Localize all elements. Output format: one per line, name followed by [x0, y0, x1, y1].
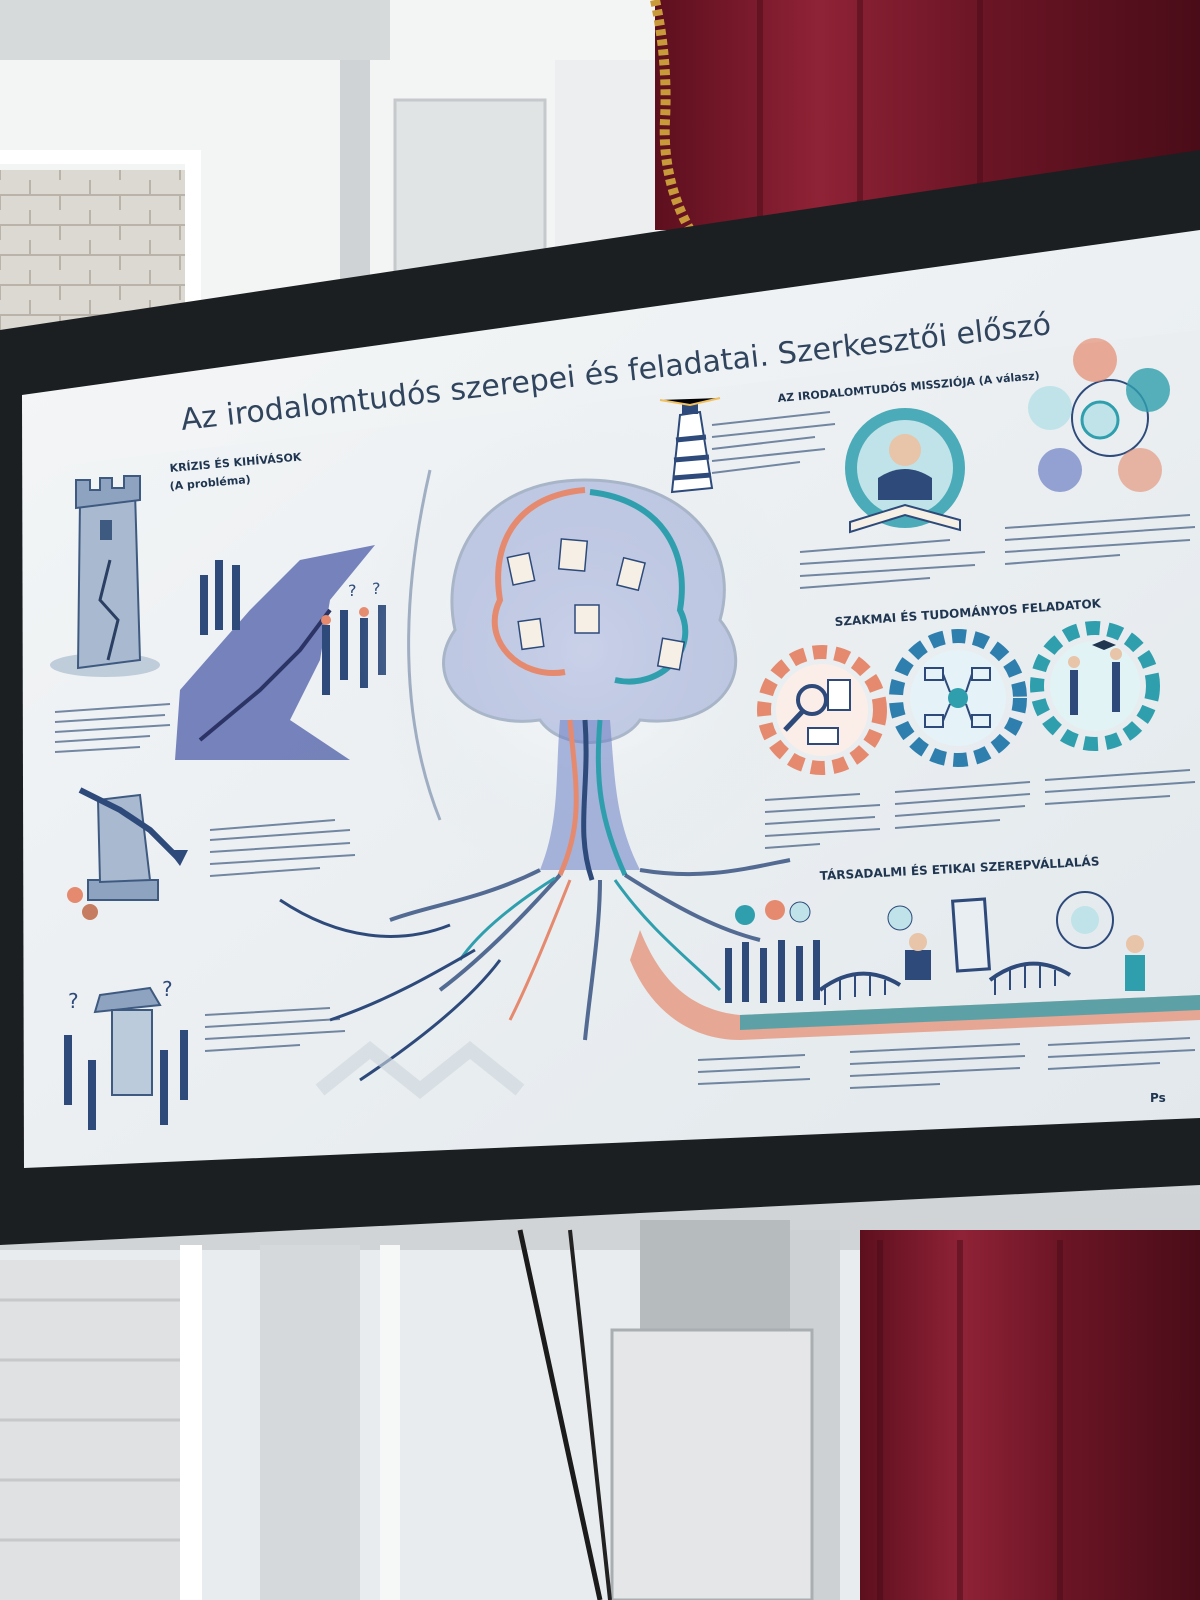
left-caption-lines	[54, 703, 356, 1052]
watermark-pattern	[315, 1041, 525, 1099]
tasks-caption-lines	[764, 769, 1196, 849]
curtain-bottom	[860, 1230, 1200, 1600]
crumbling-tower-illustration	[50, 475, 160, 677]
mission-caption-lines	[799, 539, 986, 589]
screen-stand-pole	[640, 1220, 790, 1340]
bridge-road-illustration	[630, 891, 1200, 1040]
central-tree-illustration	[355, 420, 815, 1041]
gear-research-icon	[757, 645, 887, 775]
flow-arrows	[279, 469, 502, 1082]
lighthouse-caption-lines	[711, 411, 836, 474]
people-network-illustration	[1028, 338, 1170, 492]
publisher-logo-text: Ps	[1150, 1091, 1166, 1105]
brick-wall-view	[0, 170, 185, 330]
network-caption-lines	[1004, 514, 1196, 565]
lighthouse-illustration	[659, 397, 721, 494]
reader-book-illustration	[845, 408, 965, 534]
pillar-question-illustration: ? ?	[64, 977, 188, 1130]
svg-text:?: ?	[162, 977, 173, 1001]
falling-column-illustration	[67, 787, 188, 920]
screen-stand-base	[610, 1328, 814, 1600]
svg-text:?: ?	[68, 989, 79, 1013]
gear-teaching-icon	[1030, 621, 1160, 751]
social-caption-lines	[697, 1037, 1196, 1089]
gear-digital-icon	[889, 629, 1027, 767]
svg-text:?: ?	[348, 581, 357, 600]
